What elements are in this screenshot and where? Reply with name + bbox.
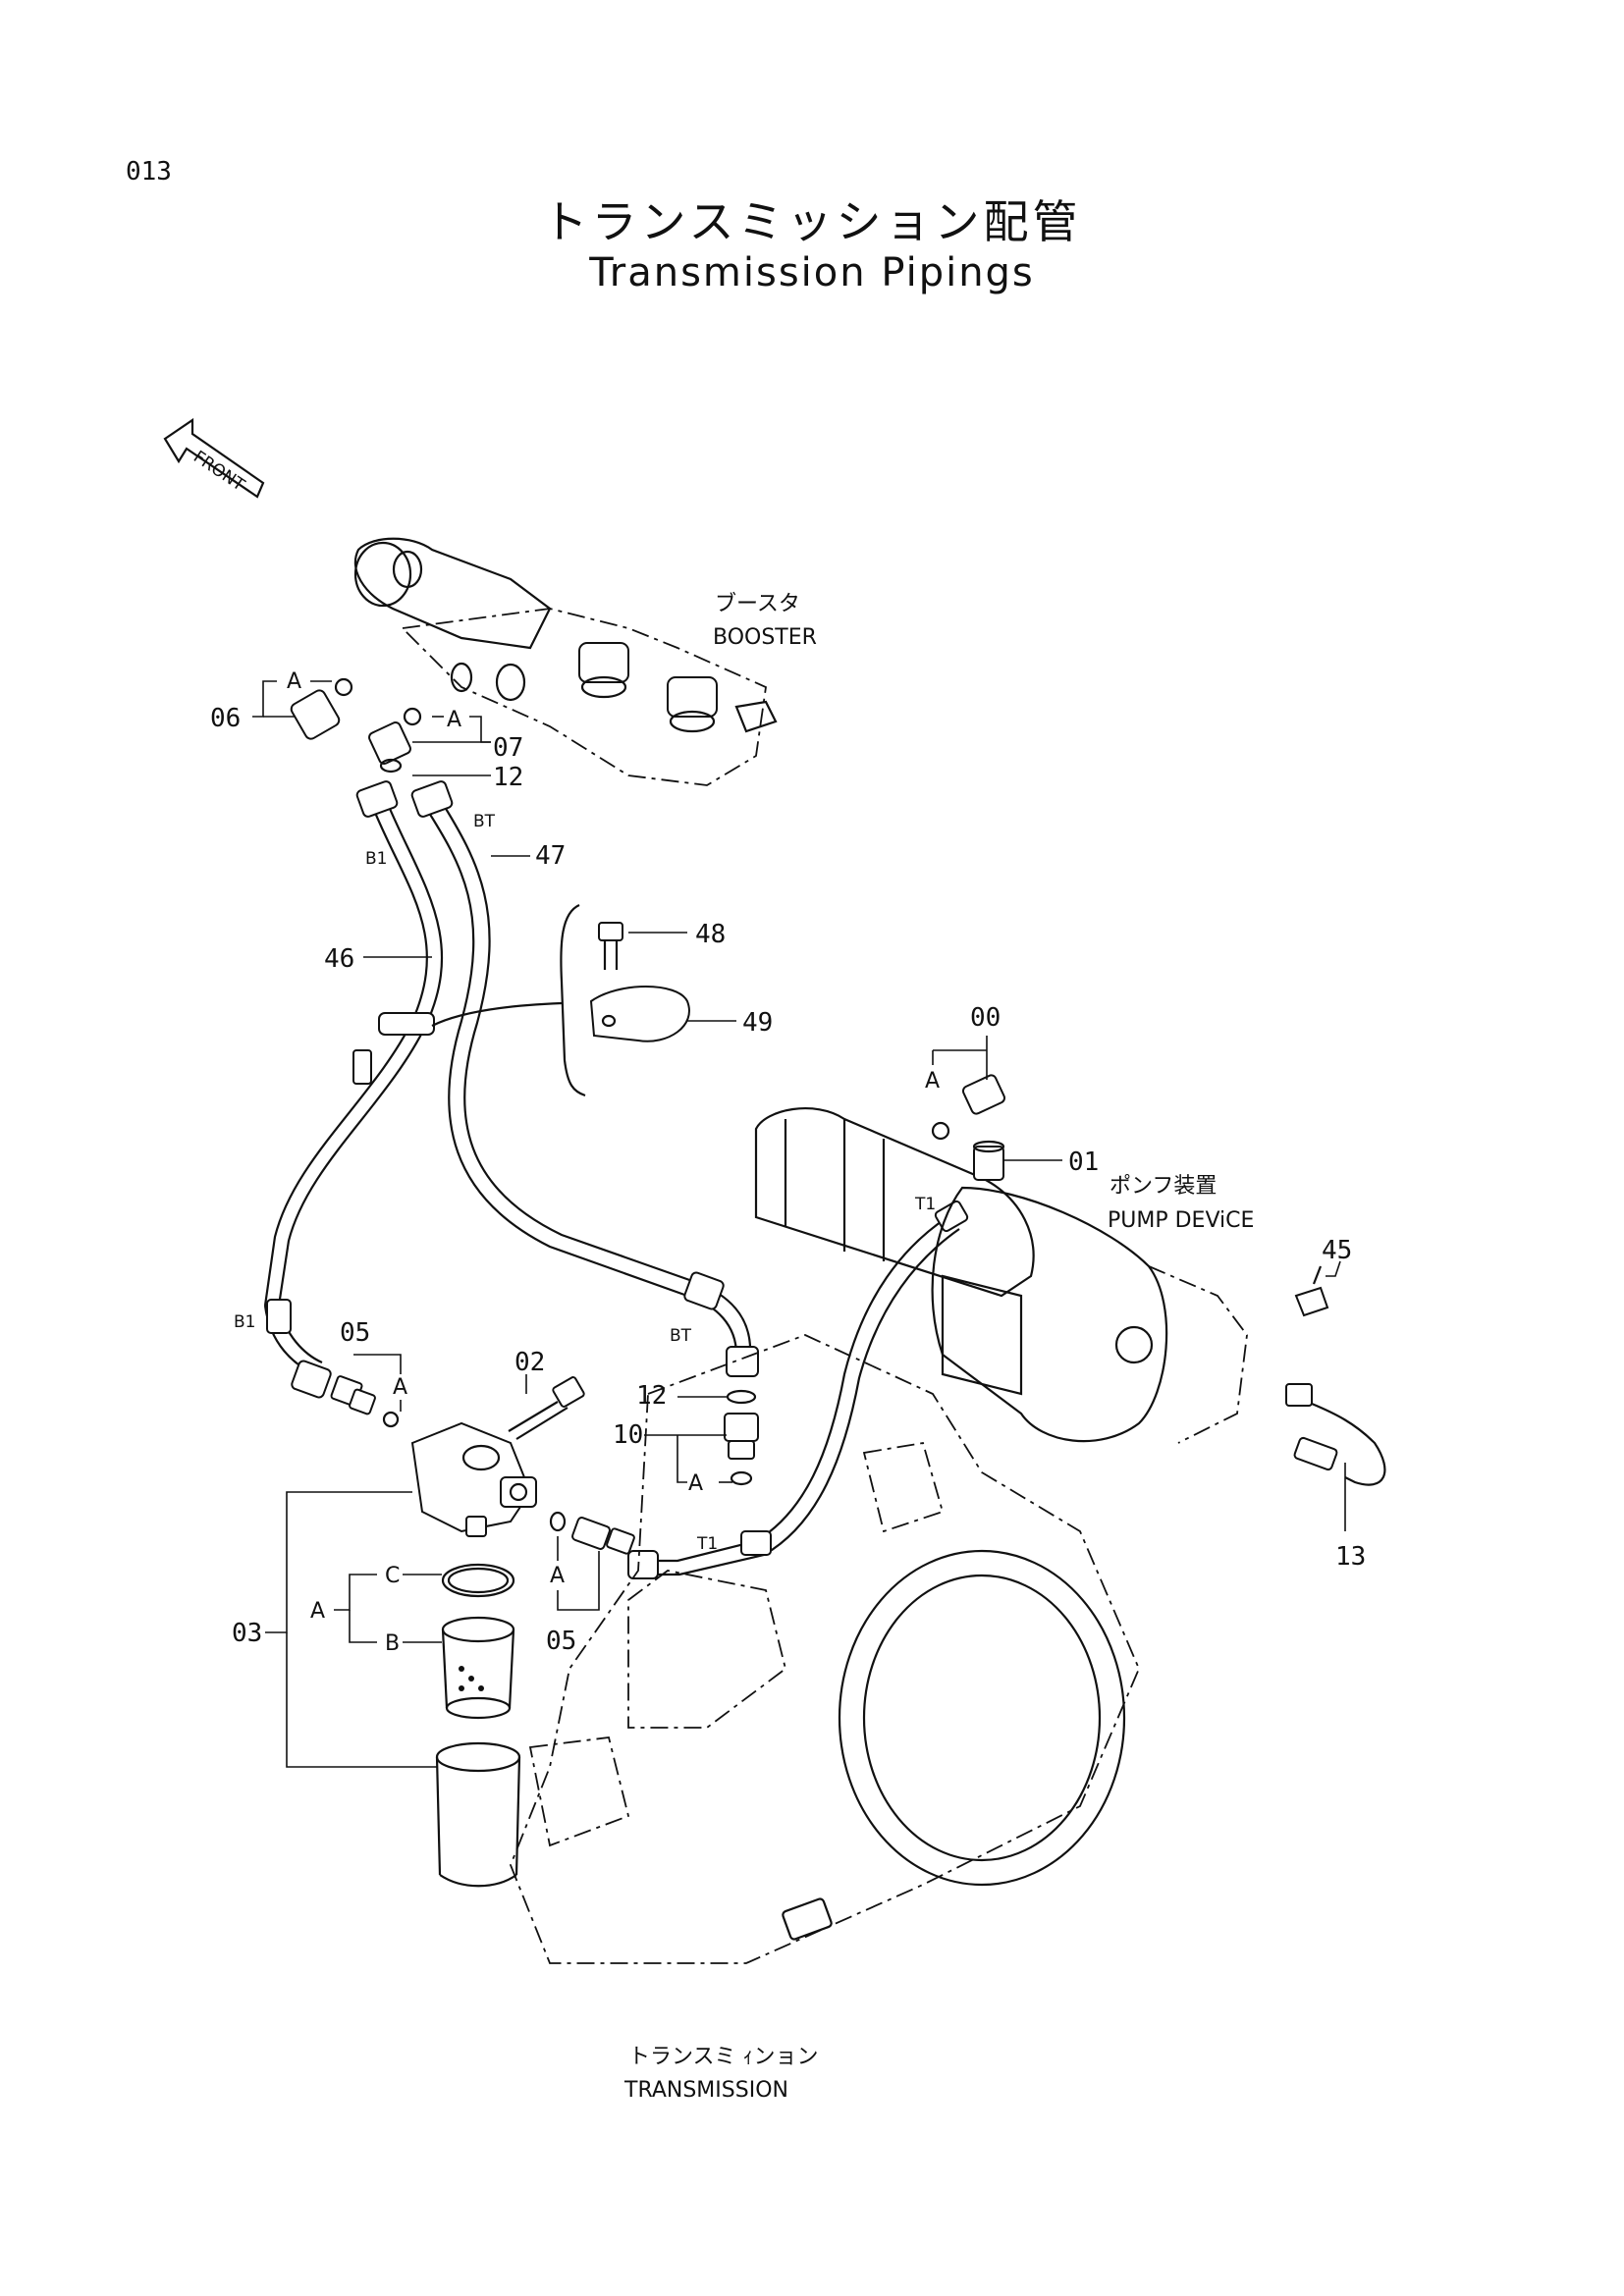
part-01: 01 — [1068, 1148, 1099, 1177]
part-12-upper: 12 — [493, 763, 523, 792]
callout-c: C — [385, 1564, 400, 1588]
elbow-fitting-00 — [931, 1074, 1006, 1141]
callout-a-07: A — [447, 708, 461, 732]
elbow-fitting-06 — [290, 677, 353, 740]
callout-a-06: A — [287, 669, 301, 694]
fitting-07 — [368, 707, 422, 774]
pump-label-jp: ポンフ装置 — [1110, 1174, 1217, 1199]
port-t1-lower: T1 — [696, 1534, 718, 1554]
filter-case — [435, 1741, 521, 1888]
bolt-02 — [508, 1376, 585, 1440]
part-48: 48 — [695, 920, 726, 949]
part-46: 46 — [324, 944, 354, 974]
port-bt-lower: BT — [670, 1326, 692, 1346]
transmission-label-en: TRANSMISSION — [623, 2078, 788, 2103]
title-japanese: トランスミッション配管 — [542, 195, 1082, 248]
callout-a-10: A — [688, 1471, 703, 1496]
part-45: 45 — [1322, 1236, 1352, 1265]
front-label: FRONT — [189, 448, 248, 496]
pump-label-en: PUMP DEViCE — [1108, 1208, 1254, 1233]
clamp-49 — [589, 986, 690, 1042]
transmission-body — [510, 1334, 1140, 1964]
part-47: 47 — [535, 841, 566, 871]
clip-45 — [1294, 1265, 1329, 1317]
adapter-01 — [972, 1140, 1005, 1181]
part-number-labels: 06 07 12 47 46 48 49 00 01 45 13 05 02 1… — [210, 704, 1366, 1656]
part-49: 49 — [742, 1008, 773, 1038]
part-05-left: 05 — [340, 1318, 370, 1348]
port-b1-upper: B1 — [365, 849, 387, 869]
hose-47-lower-fitting — [683, 1271, 725, 1310]
callout-a-05-right: A — [550, 1564, 565, 1588]
part-10: 10 — [613, 1420, 643, 1450]
transmission-label-jp: トランスミ ｨンョン — [628, 2045, 819, 2069]
callout-letters: A A A A A A A C B — [287, 669, 940, 1656]
filter-head — [410, 1421, 537, 1537]
sensor-harness-13 — [1285, 1383, 1386, 1486]
hose-46-upper-fitting — [355, 780, 399, 818]
port-labels: B1 BT B1 BT T1 T1 — [234, 812, 936, 1554]
part-13: 13 — [1335, 1542, 1366, 1572]
hose-47-upper-fitting — [410, 780, 454, 818]
callout-a-05-left: A — [393, 1375, 407, 1400]
booster-label-en: BOOSTER — [713, 625, 817, 650]
title-english: Transmission Pipings — [589, 250, 1035, 295]
part-12-lower: 12 — [636, 1381, 667, 1411]
adapter-10 — [724, 1413, 759, 1486]
part-03: 03 — [232, 1619, 262, 1648]
filter-element-b — [441, 1616, 515, 1720]
hose-clamp-band — [378, 1012, 435, 1036]
leader-lines — [252, 680, 1346, 1768]
port-b1-lower: B1 — [234, 1312, 255, 1332]
front-arrow-icon: FRONT — [163, 417, 265, 499]
callout-a-03: A — [310, 1599, 325, 1624]
hose-46-lower-fitting — [266, 1299, 292, 1334]
tube-t1 — [627, 1200, 969, 1579]
o-ring-c — [441, 1563, 515, 1598]
part-05-right: 05 — [546, 1627, 576, 1656]
part-02: 02 — [514, 1348, 545, 1377]
callout-a-00: A — [925, 1069, 940, 1094]
port-t1-pump: T1 — [914, 1195, 936, 1214]
port-bt-upper: BT — [473, 812, 496, 831]
booster-label-jp: ブースタ — [715, 592, 800, 616]
part-07: 07 — [493, 733, 523, 763]
hose-47 — [423, 798, 696, 1298]
clamp-tab — [352, 1049, 372, 1085]
booster-assembly — [353, 537, 778, 786]
adapter-05-right — [549, 1511, 635, 1555]
bolt-48 — [598, 922, 623, 941]
nut-bt-lower — [726, 1346, 759, 1377]
adapter-05-left — [330, 1375, 400, 1428]
detail-clamp-callout — [431, 903, 690, 1097]
part-06: 06 — [210, 704, 241, 733]
nut-b1-lower — [291, 1360, 332, 1399]
o-ring-12-lower — [726, 1389, 757, 1405]
part-00: 00 — [970, 1003, 1001, 1033]
page-number: 013 — [126, 157, 172, 187]
callout-b: B — [385, 1631, 400, 1656]
